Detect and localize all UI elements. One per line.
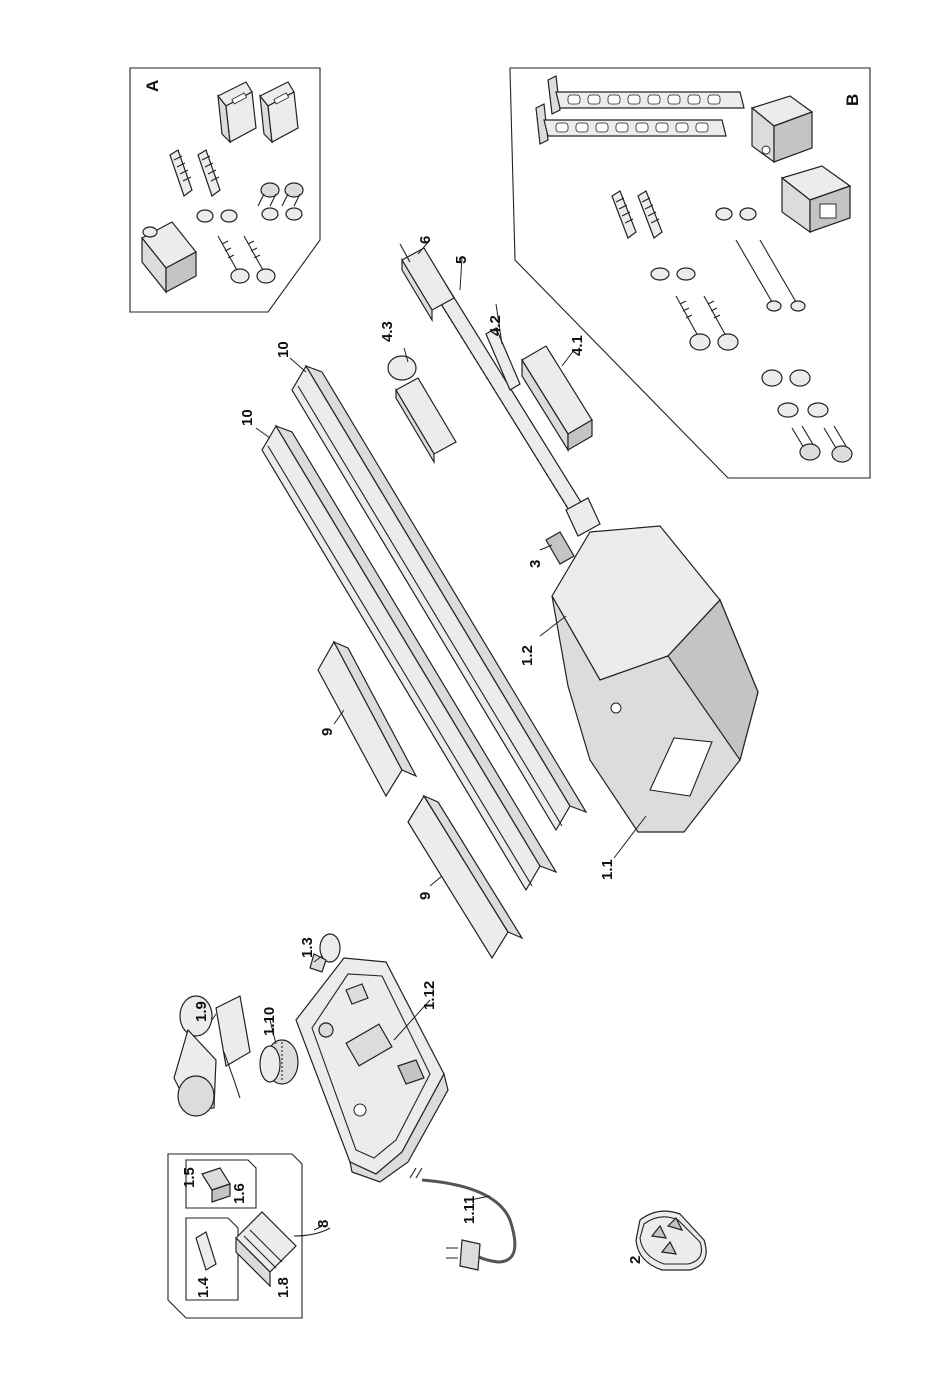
label-4-1: 4.1 [569, 335, 586, 356]
label-1-8: 1.8 [275, 1277, 292, 1298]
bolt-a2 [282, 183, 303, 206]
spring-nut-b1 [762, 370, 782, 386]
wall-plug-b2 [638, 191, 662, 238]
label-10-left: 10 [239, 409, 256, 426]
nut-a1 [262, 208, 278, 220]
mount-hole [354, 1104, 366, 1116]
label-1-4: 1.4 [195, 1276, 212, 1298]
angle-bracket-2 [260, 82, 298, 142]
label-6: 6 [417, 236, 434, 244]
fuse-1-4 [196, 1232, 216, 1270]
washer-a1 [197, 210, 213, 222]
threaded-rod-b1 [736, 240, 781, 311]
label-9-bottom: 9 [417, 892, 434, 900]
panel-a: A [130, 68, 320, 312]
screw-a1 [218, 236, 249, 283]
panel-b-label: B [843, 94, 862, 106]
label-9-top: 9 [319, 728, 336, 736]
bolt-b1 [792, 426, 820, 460]
label-1-2: 1.2 [519, 645, 536, 666]
label-4-2: 4.2 [487, 315, 504, 336]
label-4-3: 4.3 [379, 321, 396, 342]
label-2: 2 [627, 1256, 644, 1264]
threaded-rod-b2 [760, 240, 805, 311]
label-10-right: 10 [275, 341, 292, 358]
nut-b2 [740, 208, 756, 220]
ceiling-bracket-b1 [752, 96, 812, 162]
ceiling-bracket-b2 [782, 166, 850, 232]
wall-plug-1 [170, 150, 192, 196]
label-1-12: 1.12 [421, 981, 438, 1010]
label-8: 8 [315, 1220, 332, 1228]
label-1-5: 1.5 [181, 1167, 198, 1188]
gear-1-10 [260, 1040, 298, 1084]
label-1-9: 1.9 [193, 1001, 210, 1022]
label-1-6: 1.6 [231, 1183, 248, 1204]
label-1-3: 1.3 [299, 937, 316, 958]
label-3: 3 [527, 560, 544, 568]
panel-a-label: A [143, 80, 162, 92]
motor-housing [552, 526, 758, 832]
capacitor [319, 1023, 333, 1037]
spring-nut-b2 [790, 370, 810, 386]
bolt-b2 [824, 426, 852, 462]
label-1-1: 1.1 [599, 859, 616, 880]
nut-b1 [716, 208, 732, 220]
perforated-strap-1 [548, 76, 744, 114]
label-1-10: 1.10 [261, 1007, 278, 1036]
angle-bracket-1 [218, 82, 256, 142]
housing-screw [611, 703, 621, 713]
washer-a2 [221, 210, 237, 222]
wall-plug-b1 [612, 191, 636, 238]
label-1-11: 1.11 [461, 1196, 478, 1224]
slider-4-3 [388, 356, 456, 462]
perforated-strap-2 [536, 104, 726, 144]
wall-plug-2 [198, 150, 220, 196]
drive-shaft-3 [546, 532, 574, 564]
washer-b2 [677, 268, 695, 280]
motor-unit-1-9 [174, 996, 250, 1116]
power-plug [446, 1240, 480, 1270]
washer-b3 [778, 403, 798, 417]
washer-b1 [651, 268, 669, 280]
door-bracket-a [142, 222, 196, 292]
relay-1-5 [202, 1168, 230, 1202]
circuit-board-1-8 [236, 1212, 296, 1286]
screw-b1 [676, 296, 710, 350]
nut-a2 [286, 208, 302, 220]
label-5: 5 [453, 256, 470, 264]
bolt-a1 [258, 183, 279, 206]
washer-b4 [808, 403, 828, 417]
wire-8 [294, 1228, 330, 1236]
remote-control-2 [636, 1211, 706, 1270]
